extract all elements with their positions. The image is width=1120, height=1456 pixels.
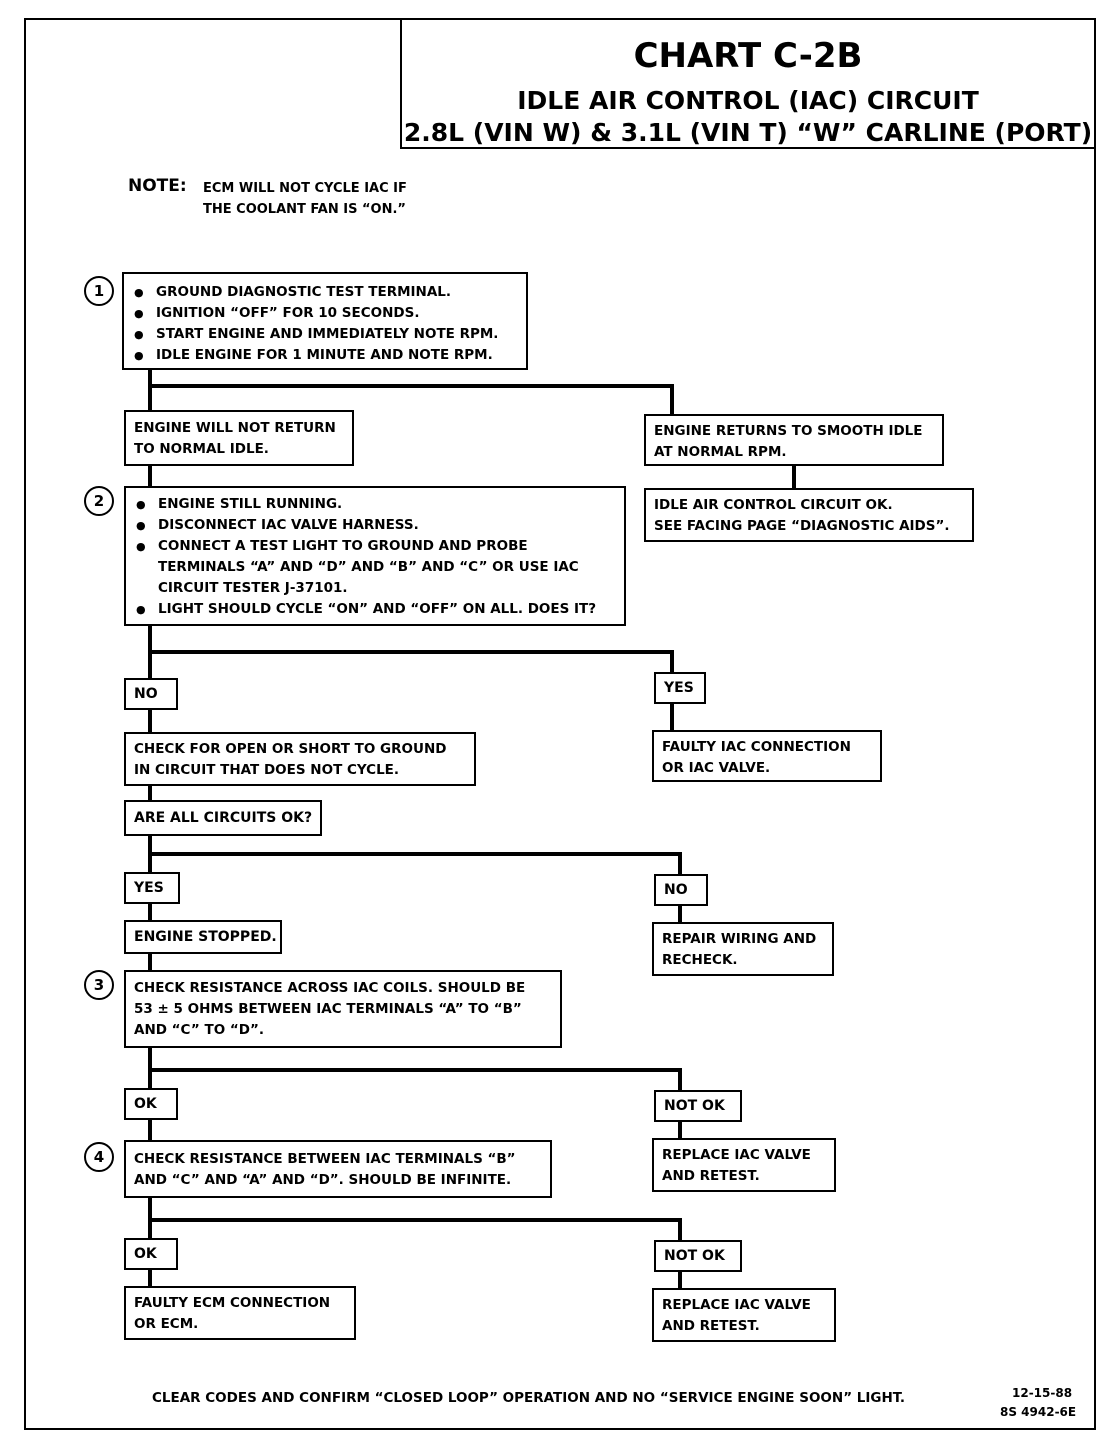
repair-wiring-line-2: RECHECK.	[662, 952, 738, 968]
connector-4	[148, 1048, 682, 1090]
not-ok-label-2: NOT OK	[654, 1240, 742, 1272]
step-2-box: ENGINE STILL RUNNING. DISCONNECT IAC VAL…	[124, 486, 626, 626]
engine-no-return-line-1: ENGINE WILL NOT RETURN	[134, 420, 336, 436]
step-2-item-line: CONNECT A TEST LIGHT TO GROUND AND PROBE	[158, 538, 528, 554]
title-box: CHART C-2B IDLE AIR CONTROL (IAC) CIRCUI…	[400, 18, 1096, 149]
footer-instruction: CLEAR CODES AND CONFIRM “CLOSED LOOP” OP…	[152, 1390, 906, 1406]
step-3-line-3: AND “C” TO “D”.	[134, 1022, 264, 1038]
faulty-ecm-line-2: OR ECM.	[134, 1316, 199, 1332]
step-1-item: IGNITION “OFF” FOR 10 SECONDS.	[132, 303, 518, 324]
no-label-1: NO	[124, 678, 178, 710]
step-2-marker: 2	[84, 486, 114, 516]
note-label: NOTE:	[128, 176, 187, 196]
step-4-marker: 4	[84, 1142, 114, 1172]
replace-iac-1-line-1: REPLACE IAC VALVE	[662, 1147, 811, 1163]
no-label-2: NO	[654, 874, 708, 906]
ok-label-2: OK	[124, 1238, 178, 1270]
repair-wiring-line-1: REPAIR WIRING AND	[662, 931, 817, 947]
all-circuits-question: ARE ALL CIRCUITS OK?	[124, 800, 322, 836]
note-line-2: THE COOLANT FAN IS “ON.”	[203, 202, 406, 217]
step-1-item: IDLE ENGINE FOR 1 MINUTE AND NOTE RPM.	[132, 345, 518, 366]
repair-wiring-box: REPAIR WIRING AND RECHECK.	[652, 922, 834, 976]
check-open-box: CHECK FOR OPEN OR SHORT TO GROUND IN CIR…	[124, 732, 476, 786]
step-4-box: CHECK RESISTANCE BETWEEN IAC TERMINALS “…	[124, 1140, 552, 1198]
faulty-iac-box: FAULTY IAC CONNECTION OR IAC VALVE.	[652, 730, 882, 782]
step-2-item: DISCONNECT IAC VALVE HARNESS.	[134, 515, 616, 536]
faulty-iac-line-1: FAULTY IAC CONNECTION	[662, 739, 851, 755]
engine-returns-box: ENGINE RETURNS TO SMOOTH IDLE AT NORMAL …	[644, 414, 944, 466]
ok-label-1: OK	[124, 1088, 178, 1120]
check-open-line-1: CHECK FOR OPEN OR SHORT TO GROUND	[134, 741, 447, 757]
step-2-item: CONNECT A TEST LIGHT TO GROUND AND PROBE…	[134, 536, 616, 599]
step-2-item: ENGINE STILL RUNNING.	[134, 494, 616, 515]
iac-ok-line-2: SEE FACING PAGE “DIAGNOSTIC AIDS”.	[654, 518, 950, 534]
yes-label-2: YES	[124, 872, 180, 904]
step-4-line-2: AND “C” AND “A” AND “D”. SHOULD BE INFIN…	[134, 1172, 512, 1188]
connector-1	[148, 370, 674, 414]
yes-label-1: YES	[654, 672, 706, 704]
replace-iac-2-line-2: AND RETEST.	[662, 1318, 760, 1334]
step-1-marker: 1	[84, 276, 114, 306]
faulty-ecm-box: FAULTY ECM CONNECTION OR ECM.	[124, 1286, 356, 1340]
step-1-box: GROUND DIAGNOSTIC TEST TERMINAL. IGNITIO…	[122, 272, 528, 370]
note-line-1: ECM WILL NOT CYCLE IAC IF	[203, 181, 407, 196]
replace-iac-box-1: REPLACE IAC VALVE AND RETEST.	[652, 1138, 836, 1192]
note-text: ECM WILL NOT CYCLE IAC IF THE COOLANT FA…	[203, 178, 407, 220]
faulty-ecm-line-1: FAULTY ECM CONNECTION	[134, 1295, 331, 1311]
step-3-line-2: 53 ± 5 OHMS BETWEEN IAC TERMINALS “A” TO…	[134, 1001, 522, 1017]
faulty-iac-line-2: OR IAC VALVE.	[662, 760, 771, 776]
chart-subtitle-2: 2.8L (VIN W) & 3.1L (VIN T) “W” CARLINE …	[403, 118, 1093, 147]
step-3-marker: 3	[84, 970, 114, 1000]
step-2-item-line: TERMINALS “A” AND “D” AND “B” AND “C” OR…	[158, 559, 579, 575]
footer-date: 12-15-88	[1012, 1386, 1073, 1400]
check-open-line-2: IN CIRCUIT THAT DOES NOT CYCLE.	[134, 762, 400, 778]
engine-no-return-line-2: TO NORMAL IDLE.	[134, 441, 269, 457]
step-3-box: CHECK RESISTANCE ACROSS IAC COILS. SHOUL…	[124, 970, 562, 1048]
chart-subtitle-1: IDLE AIR CONTROL (IAC) CIRCUIT	[517, 86, 979, 115]
iac-ok-box: IDLE AIR CONTROL CIRCUIT OK. SEE FACING …	[644, 488, 974, 542]
not-ok-label-1: NOT OK	[654, 1090, 742, 1122]
step-4-line-1: CHECK RESISTANCE BETWEEN IAC TERMINALS “…	[134, 1151, 516, 1167]
iac-ok-line-1: IDLE AIR CONTROL CIRCUIT OK.	[654, 497, 893, 513]
replace-iac-box-2: REPLACE IAC VALVE AND RETEST.	[652, 1288, 836, 1342]
footer-code: 8S 4942-6E	[1000, 1405, 1077, 1419]
replace-iac-2-line-1: REPLACE IAC VALVE	[662, 1297, 811, 1313]
chart-title: CHART C-2B	[633, 36, 863, 76]
connector-2	[148, 626, 674, 672]
step-1-item: GROUND DIAGNOSTIC TEST TERMINAL.	[132, 282, 518, 303]
connector-5	[148, 1198, 682, 1240]
step-2-item-line: CIRCUIT TESTER J-37101.	[158, 580, 348, 596]
step-1-item: START ENGINE AND IMMEDIATELY NOTE RPM.	[132, 324, 518, 345]
engine-returns-line-2: AT NORMAL RPM.	[654, 444, 787, 460]
engine-no-return-box: ENGINE WILL NOT RETURN TO NORMAL IDLE.	[124, 410, 354, 466]
connector-3	[148, 836, 682, 874]
engine-stopped-box: ENGINE STOPPED.	[124, 920, 282, 954]
replace-iac-1-line-2: AND RETEST.	[662, 1168, 760, 1184]
step-2-item: LIGHT SHOULD CYCLE “ON” AND “OFF” ON ALL…	[134, 599, 616, 620]
engine-returns-line-1: ENGINE RETURNS TO SMOOTH IDLE	[654, 423, 923, 439]
step-3-line-1: CHECK RESISTANCE ACROSS IAC COILS. SHOUL…	[134, 980, 526, 996]
